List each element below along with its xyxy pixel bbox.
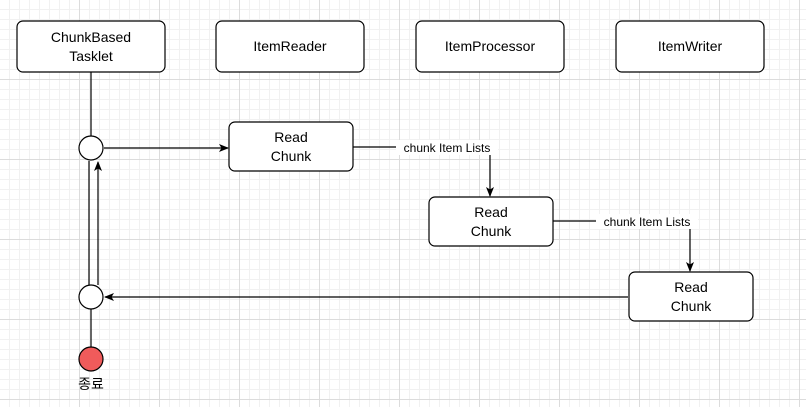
read-chunk-step-3-line1: Read: [674, 279, 707, 295]
edge-label-2-text: chunk Item Lists: [604, 215, 691, 229]
read-chunk-step-2-line2: Chunk: [471, 223, 512, 239]
end-node-label: 종료: [78, 376, 104, 392]
activation-circle-bottom[interactable]: [78, 284, 104, 310]
read-chunk-step-1-line1: Read: [274, 129, 307, 145]
activation-circle-top[interactable]: [78, 135, 104, 161]
edge-label-2: chunk Item Lists: [596, 214, 698, 229]
end-node-circle[interactable]: [78, 346, 104, 372]
participant-tasklet[interactable]: ChunkBased Tasklet: [16, 20, 166, 73]
participant-item-processor[interactable]: ItemProcessor: [415, 20, 565, 73]
edge-label-1: chunk Item Lists: [396, 140, 498, 155]
participant-item-reader[interactable]: ItemReader: [215, 20, 365, 73]
read-chunk-step-1[interactable]: Read Chunk: [228, 121, 354, 172]
participant-tasklet-line1: ChunkBased: [51, 29, 131, 45]
participant-item-processor-label: ItemProcessor: [445, 38, 536, 54]
participant-item-writer-label: ItemWriter: [658, 38, 723, 54]
participant-tasklet-line2: Tasklet: [69, 48, 113, 64]
read-chunk-step-1-line2: Chunk: [271, 148, 312, 164]
participant-item-reader-label: ItemReader: [253, 38, 326, 54]
read-chunk-step-2-line1: Read: [474, 204, 507, 220]
edge-label-1-text: chunk Item Lists: [404, 141, 491, 155]
read-chunk-step-3[interactable]: Read Chunk: [628, 271, 754, 322]
participant-item-writer[interactable]: ItemWriter: [615, 20, 765, 73]
read-chunk-step-2[interactable]: Read Chunk: [428, 196, 554, 247]
read-chunk-step-3-line2: Chunk: [671, 298, 712, 314]
